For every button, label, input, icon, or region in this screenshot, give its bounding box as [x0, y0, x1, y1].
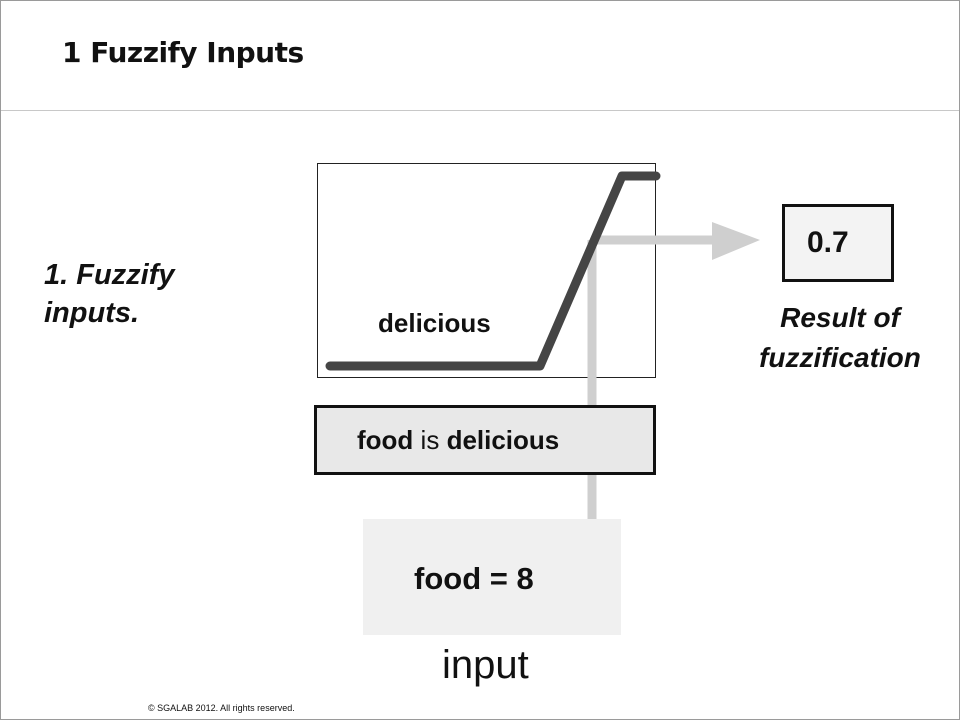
result-caption: Result of fuzzification: [759, 302, 921, 373]
output-arrow-head: [712, 222, 760, 260]
rule-term: delicious: [446, 424, 560, 455]
copyright-notice: © SGALAB 2012. All rights reserved.: [148, 703, 295, 713]
membership-label: delicious: [378, 308, 491, 338]
input-expression: food = 8: [414, 561, 534, 596]
input-caption: input: [442, 643, 529, 687]
result-box: 0.7: [782, 204, 894, 282]
step-label: 1. Fuzzify inputs.: [44, 259, 175, 329]
membership-curve: [325, 171, 661, 371]
result-value: 0.7: [807, 226, 849, 259]
slide-title: 1 Fuzzify Inputs: [62, 36, 304, 69]
input-box: [363, 519, 621, 635]
rule-variable: food: [357, 424, 414, 455]
title-divider: [1, 110, 959, 111]
rule-connector: is: [420, 424, 440, 455]
rule-box: food is delicious: [314, 405, 656, 475]
membership-function-box: [317, 163, 656, 378]
